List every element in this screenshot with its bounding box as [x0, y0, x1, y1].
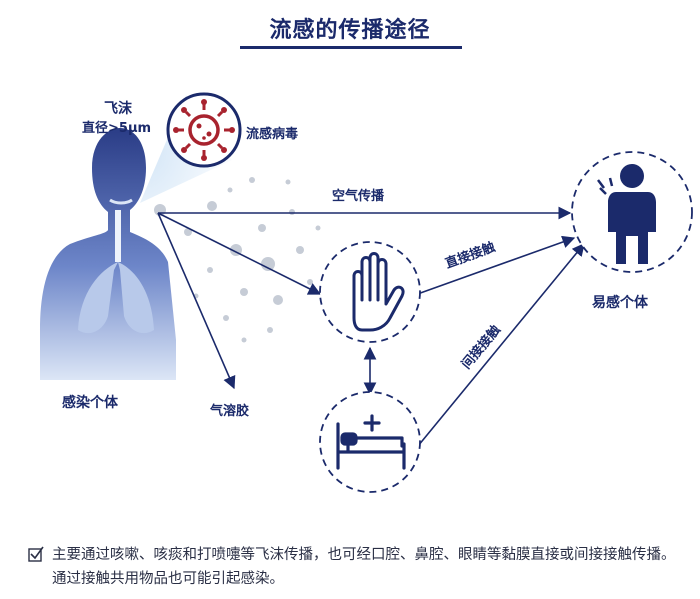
aerosol-particles — [154, 177, 321, 343]
checkbox-icon — [28, 546, 44, 562]
bed-circle — [319, 391, 421, 493]
susceptible-label: 易感个体 — [592, 295, 648, 311]
aerosol-arrow — [157, 212, 236, 390]
hand-icon — [352, 252, 405, 332]
summary-text: 主要通过咳嗽、咳痰和打喷嚏等飞沫传播，也可经口腔、鼻腔、眼睛等黏膜直接或间接接触… — [52, 547, 676, 587]
virus-icon — [166, 92, 242, 168]
transmission-diagram — [40, 92, 693, 493]
bed-icon — [336, 414, 406, 470]
airborne-label: 空气传播 — [332, 189, 385, 204]
droplet-to-hand-arrow — [157, 212, 322, 295]
droplet-label: 飞沫 — [104, 101, 132, 117]
indirect-contact-arrow — [417, 243, 585, 447]
droplet-size-label: 直径>5μm — [82, 121, 152, 136]
infected-label: 感染个体 — [62, 395, 118, 411]
page-title: 流感的传播途径 — [269, 18, 431, 43]
direct-contact-arrow — [411, 235, 576, 297]
virus-label: 流感病毒 — [246, 127, 299, 142]
aerosol-label: 气溶胶 — [210, 404, 250, 419]
summary-note: 主要通过咳嗽、咳痰和打喷嚏等飞沫传播，也可经口腔、鼻腔、眼睛等黏膜直接或间接接触… — [28, 543, 678, 591]
coughing-person-icon — [597, 164, 656, 264]
title-underline — [240, 46, 462, 49]
infected-person-silhouette — [40, 128, 176, 380]
